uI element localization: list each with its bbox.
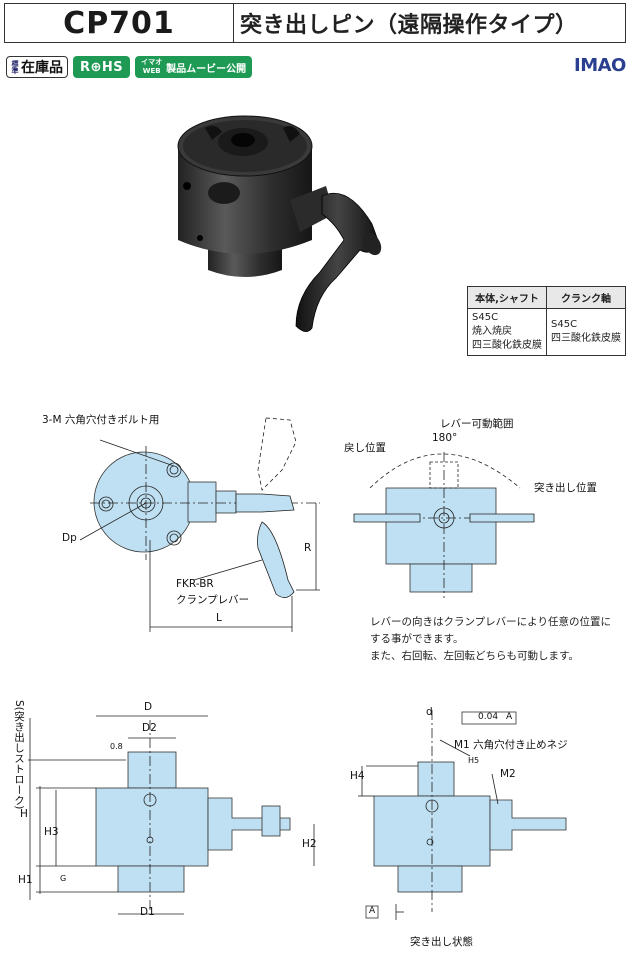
web-badge-line2: WEB: [142, 67, 161, 75]
dim-r-label: R: [304, 542, 312, 554]
stock-badge-label: 在庫品: [21, 60, 63, 76]
stock-badge-prefix: 標準: [11, 60, 19, 74]
range-label: レバー可動範囲: [440, 418, 514, 430]
dim-h4-label: H4: [350, 770, 365, 782]
dim-d2-label: D2: [142, 722, 157, 734]
material-crank-cell: S45C 四三酸化鉄皮膜: [546, 308, 626, 356]
rohs-badge: R⊕HS: [73, 56, 131, 78]
finish-label: 0.8: [110, 742, 123, 751]
model-code: CP701: [5, 4, 234, 42]
m1-label: M1 六角穴付き止めネジ: [454, 739, 568, 751]
extend-position-label: 突き出し位置: [534, 482, 597, 494]
section-view-drawing: [28, 715, 315, 915]
top-view-drawing: [79, 417, 320, 632]
web-badge-label: 製品ムービー公開: [166, 63, 247, 75]
lever-model-label: FKR-BR: [176, 578, 214, 590]
material-table-row: S45C 焼入焼戻 四三酸化鉄皮膜 S45C 四三酸化鉄皮膜: [467, 308, 626, 356]
datum-ref-label: A: [506, 712, 513, 722]
note-line: レバーの向きはクランプレバーにより任意の位置に: [370, 616, 611, 628]
material-table-header: 本体,シャフト クランク軸: [467, 286, 626, 309]
web-badge-lines: イマオ WEB: [141, 58, 162, 76]
material-body-line: S45C: [472, 312, 499, 323]
angle-label: 180°: [432, 432, 458, 444]
extended-view-drawing: [358, 710, 567, 920]
front-view-drawing: [353, 452, 535, 598]
m2-label: M2: [500, 768, 516, 780]
product-title: 突き出しピン（遠隔操作タイプ）: [240, 13, 578, 38]
dim-h1-label: H1: [18, 874, 33, 886]
stock-badge: 標準 在庫品: [6, 56, 68, 78]
note-line: また、右回転、左回転どちらも可動します。: [370, 650, 579, 662]
extended-state-label: 突き出し状態: [410, 936, 473, 948]
dim-h3-label: H3: [44, 826, 59, 838]
bolt-label: 3-M 六角穴付きボルト用: [42, 414, 160, 426]
roughness-label: G: [60, 874, 67, 883]
web-badge-line1: イマオ: [141, 58, 163, 66]
dim-small-d-label: d: [426, 706, 433, 718]
web-video-badge[interactable]: イマオ WEB 製品ムービー公開: [135, 56, 253, 78]
material-crank-line: 四三酸化鉄皮膜: [551, 333, 621, 344]
dim-d-label: D: [144, 701, 153, 713]
material-table: 本体,シャフト クランク軸 S45C 焼入焼戻 四三酸化鉄皮膜 S45C 四三酸…: [467, 286, 626, 356]
lever-name-label: クランプレバー: [176, 594, 250, 606]
material-header-crank: クランク軸: [546, 286, 626, 309]
dim-h-label: H: [20, 808, 28, 820]
badge-row: 標準 在庫品 R⊕HS イマオ WEB 製品ムービー公開: [6, 56, 253, 78]
stroke-label: S(突き出しストローク): [13, 700, 25, 810]
dim-h2-label: H2: [302, 838, 317, 850]
tolerance-label: 0.04: [478, 712, 499, 722]
title-bar: CP701 突き出しピン（遠隔操作タイプ）: [4, 3, 626, 43]
material-body-line: 焼入焼戻: [472, 326, 512, 337]
brand-logo: IMAO: [574, 55, 626, 76]
return-position-label: 戻し位置: [344, 442, 386, 454]
datum-a-label: A: [369, 906, 376, 916]
note-line: する事ができます。: [370, 633, 464, 645]
dim-h5-label: H5: [468, 756, 480, 765]
lever-note: レバーの向きはクランプレバーにより任意の位置に する事ができます。 また、右回転…: [370, 614, 625, 665]
material-body-cell: S45C 焼入焼戻 四三酸化鉄皮膜: [467, 308, 547, 356]
material-crank-line: S45C: [551, 319, 578, 330]
dim-l-label: L: [216, 612, 222, 624]
material-header-body: 本体,シャフト: [467, 286, 547, 309]
dp-label: Dp: [62, 532, 77, 544]
dim-d1-label: D1: [140, 906, 155, 918]
material-body-line: 四三酸化鉄皮膜: [472, 340, 542, 351]
